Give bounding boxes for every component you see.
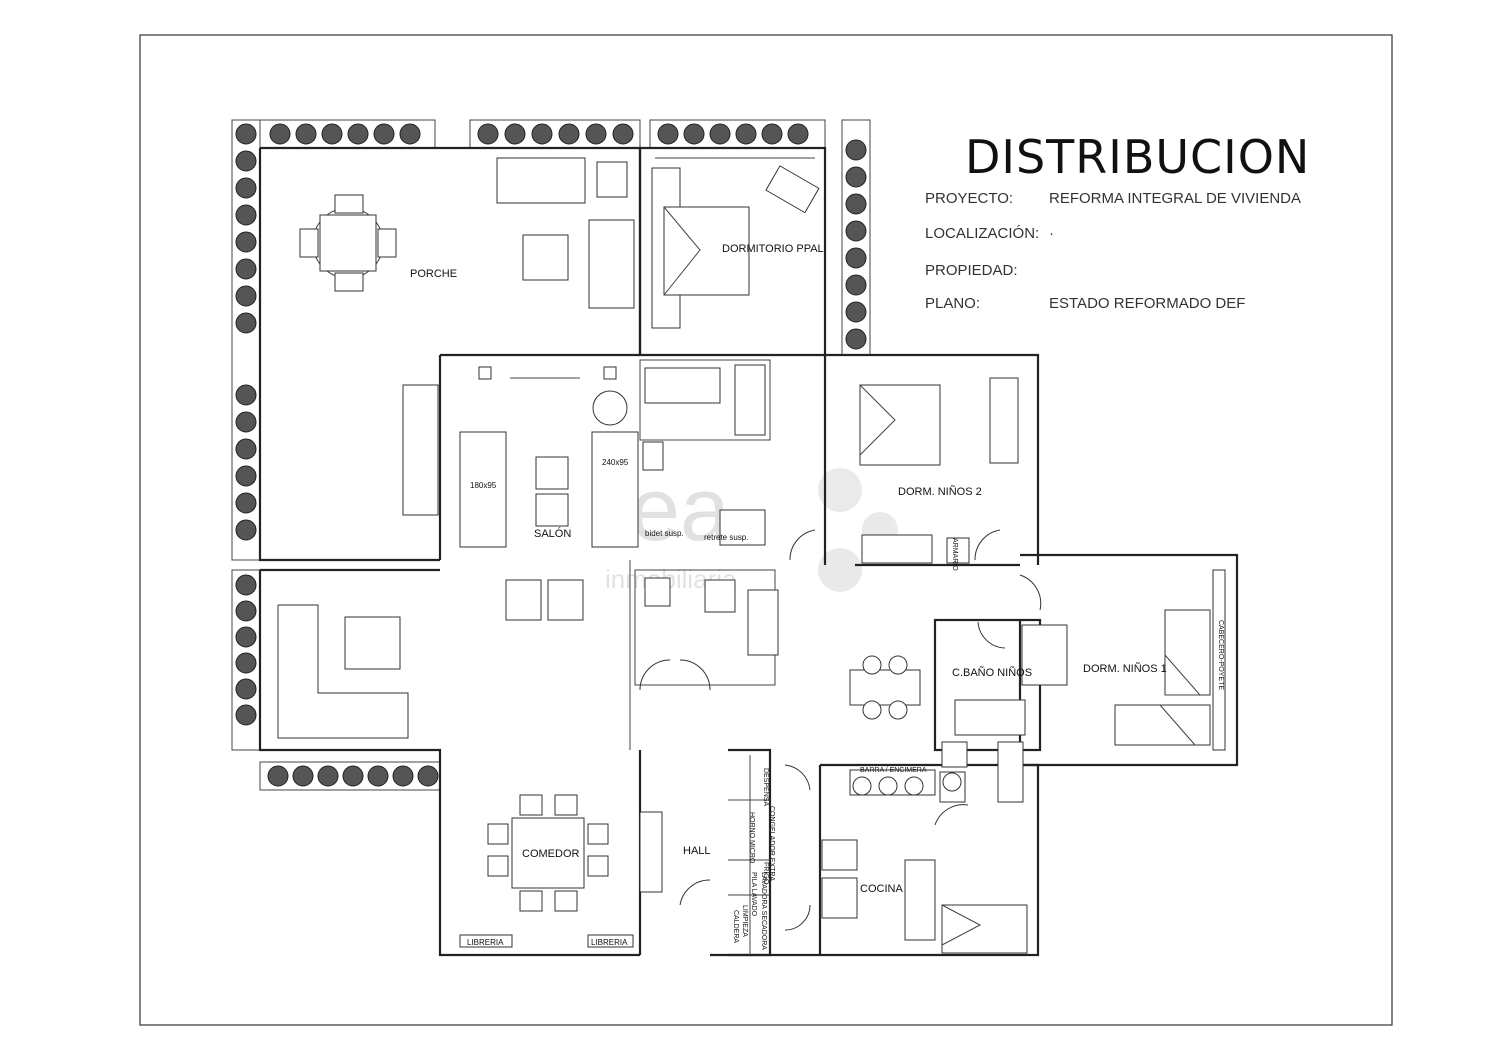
plant-pot	[399, 123, 421, 145]
plant-pot	[761, 123, 783, 145]
plant-pot	[531, 123, 553, 145]
row-propiedad-label: PROPIEDAD:	[925, 262, 1018, 279]
plant-pot	[235, 231, 257, 253]
row-plano-value: ESTADO REFORMADO DEF	[1049, 295, 1246, 312]
note-armario: ARMARIO	[951, 538, 958, 571]
plant-pot	[845, 220, 867, 242]
plant-pot	[235, 150, 257, 172]
plant-pot	[235, 258, 257, 280]
note-horno: HORNO MICRO	[748, 812, 755, 864]
plant-pot	[235, 465, 257, 487]
note-240x95: 240x95	[602, 458, 629, 467]
plant-pot	[317, 765, 339, 787]
sheet-frame	[139, 34, 1393, 1026]
note-cabecero: CABECERO-POYETE	[1217, 620, 1224, 690]
plant-pot	[267, 765, 289, 787]
plant-pot	[845, 166, 867, 188]
note-congelador: CONGELADOR EXTRA	[768, 806, 775, 881]
note-libreria-2: LIBRERIA	[591, 938, 628, 947]
plant-pot	[845, 274, 867, 296]
plant-pot	[235, 204, 257, 226]
plant-pot	[504, 123, 526, 145]
row-proyecto-value: REFORMA INTEGRAL DE VIVIENDA	[1049, 190, 1301, 207]
plant-pot	[342, 765, 364, 787]
plant-pot	[709, 123, 731, 145]
plant-pot	[373, 123, 395, 145]
plant-pot	[235, 574, 257, 596]
row-plano-label: PLANO:	[925, 295, 981, 312]
annotations: 180x95 240x95 bidet susp. retrete susp. …	[467, 458, 1224, 950]
label-comedor: COMEDOR	[522, 848, 580, 860]
plant-pot	[235, 177, 257, 199]
plant-pot	[269, 123, 291, 145]
note-lavadora: LAVADORA SECADORA	[760, 872, 767, 950]
row-localizacion-value: ·	[1049, 225, 1054, 242]
label-dorm-ninos-1: DORM. NIÑOS 1	[1083, 662, 1167, 675]
plant-pot	[683, 123, 705, 145]
row-localizacion-label: LOCALIZACIÓN:	[925, 225, 1040, 242]
plant-pot	[235, 519, 257, 541]
label-bano-ninos: C.BAÑO NIÑOS	[952, 666, 1032, 679]
plant-pot	[235, 626, 257, 648]
note-bidet: bidet susp.	[645, 529, 684, 538]
label-cocina: COCINA	[860, 883, 903, 895]
note-despensa: DESPENSA	[762, 768, 769, 806]
label-hall: HALL	[683, 845, 711, 857]
plant-pot	[845, 247, 867, 269]
plant-pot	[235, 492, 257, 514]
plant-pot	[347, 123, 369, 145]
door-swings	[639, 529, 1042, 931]
plant-pot	[367, 765, 389, 787]
plant-pot	[235, 652, 257, 674]
plant-pot	[845, 193, 867, 215]
plant-pots	[235, 123, 867, 787]
plant-pot	[292, 765, 314, 787]
plant-pot	[585, 123, 607, 145]
plant-pot	[735, 123, 757, 145]
plant-pot	[558, 123, 580, 145]
plant-pot	[845, 301, 867, 323]
plant-pot	[235, 411, 257, 433]
plant-pot	[235, 384, 257, 406]
note-frigo: FRIGO	[762, 862, 769, 885]
label-dorm-ninos-2: DORM. NIÑOS 2	[898, 485, 982, 498]
walls	[258, 146, 1239, 957]
plant-pot	[295, 123, 317, 145]
row-proyecto-label: PROYECTO:	[925, 190, 1014, 207]
label-salon: SALÓN	[534, 527, 571, 540]
note-libreria-1: LIBRERIA	[467, 938, 504, 947]
plant-pot	[845, 139, 867, 161]
note-retrete: retrete susp.	[704, 533, 748, 542]
note-180x95: 180x95	[470, 481, 497, 490]
plant-pot	[235, 600, 257, 622]
plant-pot	[845, 328, 867, 350]
note-pila: PILA LAVADO	[750, 872, 757, 917]
plan-title: DISTRIBUCION	[965, 130, 1311, 184]
note-caldera: CALDERA	[732, 910, 739, 943]
plant-pot	[612, 123, 634, 145]
room-labels: PORCHE DORMITORIO PPAL SALÓN DORM. NIÑOS…	[410, 243, 1167, 895]
plant-pot	[417, 765, 439, 787]
note-barra: BARRA / ENCIMERA	[860, 767, 927, 774]
plant-pot	[657, 123, 679, 145]
plant-pot	[235, 678, 257, 700]
plant-pot	[235, 285, 257, 307]
plant-pot	[235, 312, 257, 334]
furniture	[277, 157, 1226, 955]
plant-pot	[235, 438, 257, 460]
label-porche: PORCHE	[410, 268, 457, 280]
plant-pot	[477, 123, 499, 145]
plant-pot	[321, 123, 343, 145]
note-limpieza: LIMPIEZA	[741, 905, 748, 937]
label-dormitorio-ppal: DORMITORIO PPAL	[722, 243, 824, 255]
plant-pot	[787, 123, 809, 145]
plant-pot	[392, 765, 414, 787]
plant-pot	[235, 704, 257, 726]
plant-pot	[235, 123, 257, 145]
